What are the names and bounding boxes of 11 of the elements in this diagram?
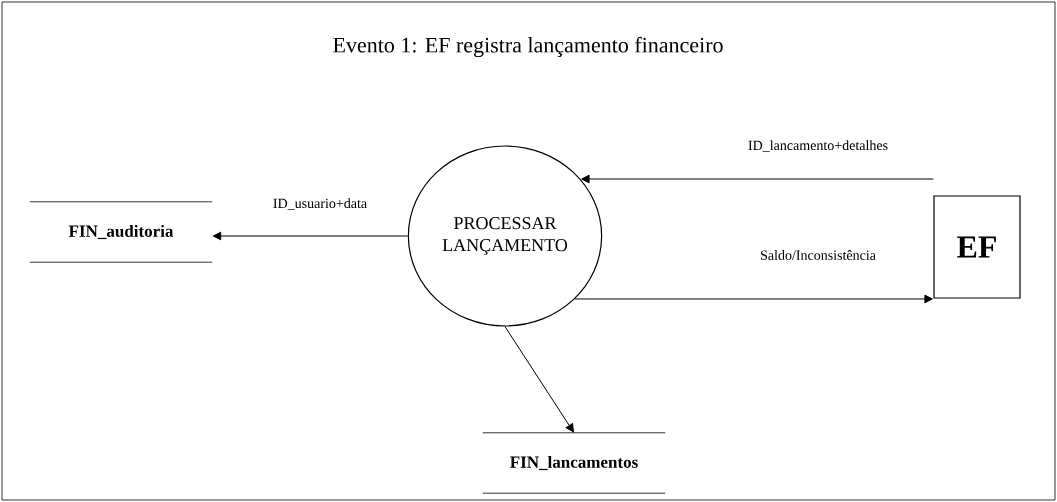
data-store: FIN_auditoria	[29, 201, 213, 263]
edge-label: ID_usuario+data	[271, 197, 369, 211]
title: Evento 1: EF registra lançamento financeiro	[333, 36, 723, 58]
arrow	[504, 326, 574, 433]
data-store: FIN_lancamentos	[482, 432, 666, 494]
edge-label: Saldo/Inconsistência	[759, 249, 877, 261]
external-entity-box: EF	[933, 195, 1021, 299]
arrow	[574, 294, 933, 304]
arrow	[581, 174, 934, 184]
arrow	[212, 231, 409, 241]
edge-label: ID_lancamento+detalhes	[746, 139, 890, 153]
